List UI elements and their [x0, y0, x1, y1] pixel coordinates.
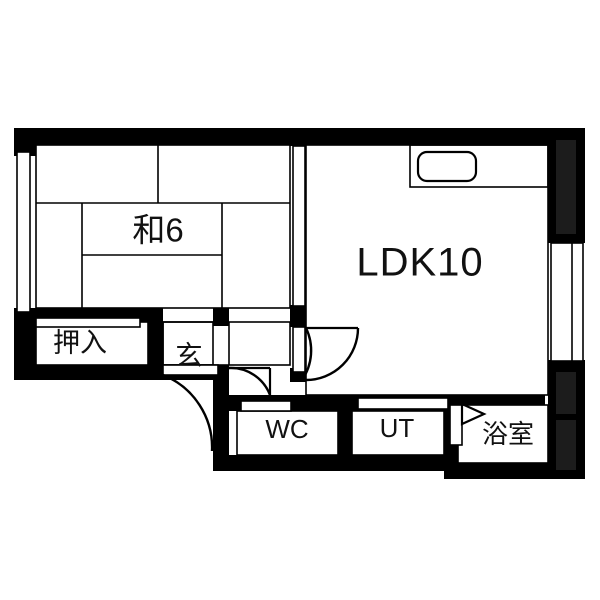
room-outlines — [35, 144, 549, 464]
wall-right-lower-inset-a — [556, 372, 576, 414]
wall-right-lower-inset-b — [556, 420, 576, 470]
room-label-ldk: LDK10 — [356, 241, 483, 285]
wall-ldk-left-top — [290, 128, 306, 146]
oshiire-sliding-door — [35, 317, 141, 328]
wall-ldk-left-bottom — [290, 305, 306, 327]
room-label-yokushitsu: 浴室 — [482, 419, 534, 449]
genkan-inner-door-arc — [228, 366, 272, 396]
wall-corridor-right — [213, 365, 229, 470]
kitchen-sink — [416, 150, 478, 183]
room-label-wc: WC — [265, 414, 308, 444]
wall-left-lower — [14, 308, 36, 380]
wc-door — [240, 400, 292, 412]
ldk-door-arc-outer — [305, 327, 360, 382]
entrance-door-arc — [162, 373, 214, 452]
ldk-door-arc — [301, 327, 313, 381]
room-label-washitsu: 和6 — [132, 212, 183, 249]
balcony-window — [550, 242, 584, 362]
room-label-oshiire: 押入 — [53, 328, 107, 358]
wall-closet-bottom — [14, 365, 162, 380]
wall-wc-ut-divider — [338, 395, 352, 471]
wall-genkan-top-right — [213, 308, 229, 326]
ldk-door-panel — [292, 326, 306, 373]
west-window — [16, 151, 31, 313]
room-labels: LDK10 和6 押入 玄 WC UT 浴室 — [53, 212, 534, 449]
bathroom-door-panel — [449, 404, 463, 446]
ut-opening — [357, 397, 449, 410]
wall-right-upper-inset — [556, 140, 576, 234]
wall-genkan-left — [148, 308, 163, 380]
wall-left-upper — [14, 128, 36, 156]
windows — [16, 145, 584, 373]
bathroom-door-arrow-icon — [460, 402, 487, 426]
room-label-ut: UT — [380, 413, 415, 443]
outline-genkan-hall — [162, 321, 291, 366]
genkan-threshold — [162, 364, 219, 376]
outline-ut — [351, 410, 445, 456]
door-swings — [161, 326, 360, 452]
kitchen-counter — [409, 144, 549, 188]
room-label-genkan: 玄 — [176, 341, 203, 371]
outline-washitsu — [35, 144, 291, 309]
fusuma-partition — [292, 145, 306, 307]
